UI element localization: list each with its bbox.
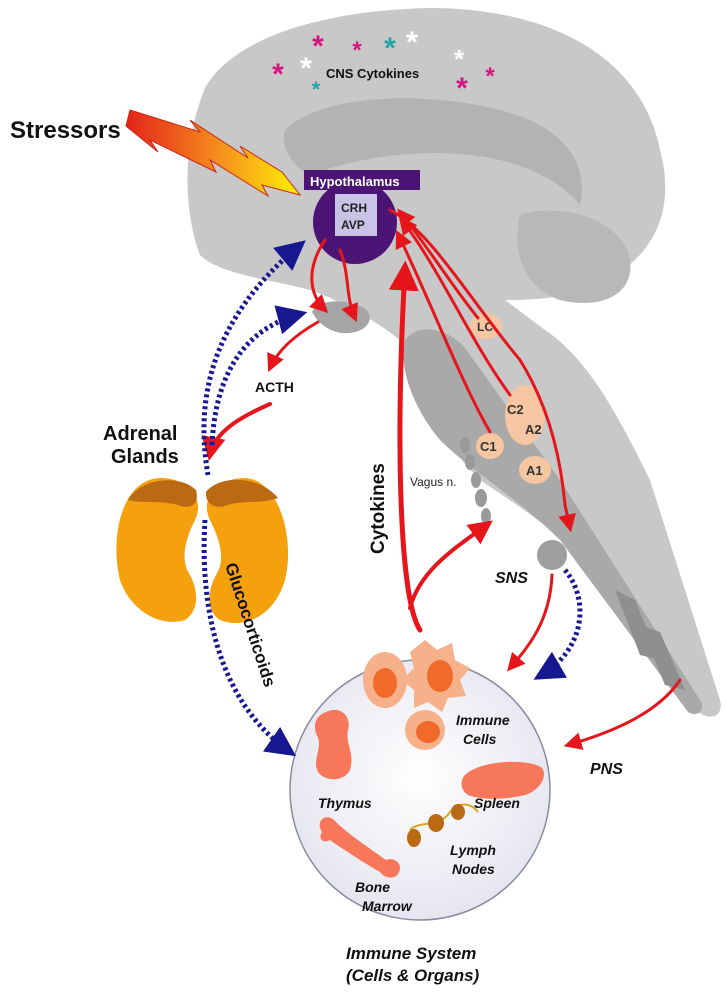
bone-marrow-label-line1: Bone	[355, 879, 390, 895]
crh-avp-box	[335, 194, 377, 236]
immune-system-title-line2: (Cells & Organs)	[346, 966, 480, 985]
cytokine-star: *	[406, 26, 418, 59]
cns-cytokine-markers: * * * * * * * * * *	[272, 26, 495, 105]
lc-label: LC	[477, 320, 493, 334]
glucocorticoids-to-immune	[201, 519, 297, 757]
acth-label: ACTH	[255, 379, 294, 395]
cytokine-star: *	[456, 72, 468, 105]
lc-nucleus	[470, 313, 502, 339]
arrow-to-vagus	[408, 520, 493, 610]
cns-cytokines-label: CNS Cytokines	[326, 66, 419, 81]
lymph-label-line1: Lymph	[450, 842, 496, 858]
stressors-bolt	[125, 109, 302, 198]
red-arrows	[201, 208, 682, 750]
stressors-label: Stressors	[10, 117, 121, 144]
cytokine-star: *	[312, 30, 324, 63]
thymus-organ	[314, 709, 352, 780]
hypothalamus-region	[304, 170, 420, 264]
adrenal-glands	[116, 478, 289, 624]
cytokine-star: *	[454, 44, 465, 74]
arrow-sns-to-immune	[507, 573, 554, 672]
hypothalamus-banner	[304, 170, 420, 190]
cytokine-star: *	[485, 63, 495, 90]
immune-cells-label-line2: Cells	[463, 731, 497, 747]
cytokine-star: *	[272, 58, 284, 91]
left-adrenal	[116, 478, 199, 622]
immune-cells	[363, 640, 470, 750]
hypothalamus-label: Hypothalamus	[310, 174, 400, 189]
arrow-c1-to-hypothalamus	[395, 229, 492, 434]
c1-label: C1	[480, 439, 497, 454]
immune-system-title-line1: Immune System	[346, 944, 476, 963]
cytokine-star: *	[352, 37, 362, 64]
right-adrenal-cortex	[205, 479, 278, 507]
lymph-label-line2: Nodes	[452, 861, 495, 877]
bone-marrow-label-line2: Marrow	[362, 898, 413, 914]
c2-a2-nucleus	[505, 385, 545, 445]
cytokine-star: *	[384, 32, 396, 65]
a2-label: A2	[525, 422, 542, 437]
cerebellum	[517, 210, 631, 304]
cytokine-star: *	[300, 52, 312, 85]
thymus-label: Thymus	[318, 795, 372, 811]
a1-nucleus	[519, 456, 551, 484]
pns-label: PNS	[590, 761, 623, 778]
c2-label: C2	[507, 402, 524, 417]
brainstem-nuclei	[470, 313, 551, 484]
sns-ganglion	[537, 540, 567, 570]
arrow-pns-to-immune	[563, 678, 682, 750]
avp-label: AVP	[341, 218, 365, 232]
cytokine-star: *	[312, 77, 321, 102]
crh-label: CRH	[341, 201, 367, 215]
bone-marrow-organ	[319, 817, 401, 878]
sns-label: SNS	[495, 570, 528, 587]
arrow-hypothalamus-to-sns	[388, 208, 576, 533]
c1-nucleus	[476, 433, 504, 459]
spleen-label: Spleen	[474, 795, 520, 811]
cytokines-label: Cytokines	[368, 463, 389, 554]
right-adrenal	[206, 478, 289, 624]
vagus-label: Vagus n.	[410, 475, 456, 489]
corpus-callosum	[283, 98, 582, 205]
glucocorticoid-feedback-hypothalamus	[201, 240, 306, 476]
immune-cells-label-line1: Immune	[456, 712, 510, 728]
arrow-cytokines-up	[388, 260, 423, 633]
arrow-acth-to-adrenal	[201, 402, 272, 461]
vagus-nerve	[460, 437, 491, 524]
arrow-c2-to-hypothalamus	[399, 216, 512, 397]
arrow-hypothalamus-to-pituitary-a	[309, 238, 329, 314]
blue-arrows	[201, 240, 583, 757]
arrow-pituitary-acth	[267, 320, 320, 373]
lymph-nodes	[407, 803, 479, 847]
spleen-organ	[461, 761, 545, 799]
sns-dotted-to-immune	[533, 568, 583, 680]
a1-label: A1	[526, 463, 543, 478]
spinal-segments	[615, 590, 685, 690]
adrenal-label-line2: Glands	[111, 446, 179, 468]
adrenal-label-line1: Adrenal	[103, 423, 177, 445]
left-adrenal-cortex	[128, 480, 197, 507]
arrow-hypothalamus-to-pituitary-b	[338, 248, 358, 323]
